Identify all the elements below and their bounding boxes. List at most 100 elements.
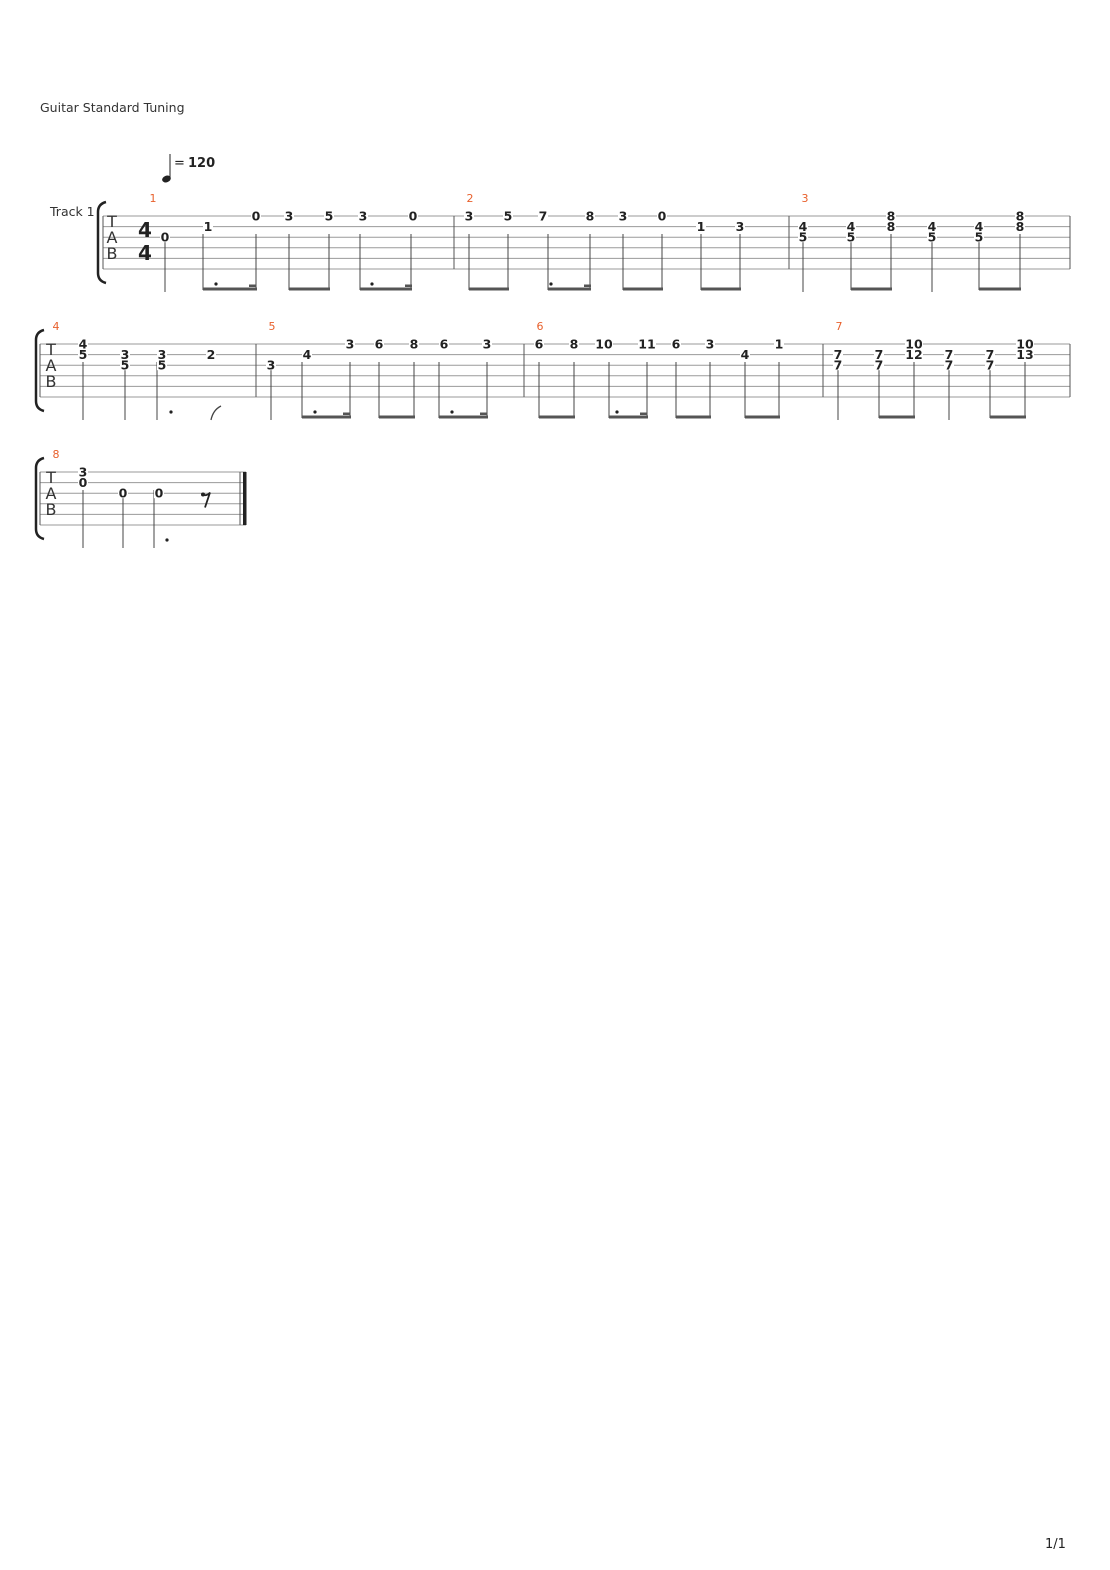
fret-mask [157,349,167,360]
fret-mask [740,349,750,360]
fret-number: 0 [409,209,418,224]
fret-mask [886,211,896,221]
fret-mask [974,221,984,232]
fret-mask [324,211,334,221]
fret-mask [846,232,856,243]
sixteenth-beam-stub [343,412,350,415]
fret-mask [798,232,808,243]
fret-number: 0 [161,230,170,245]
note-beam [990,415,1026,419]
fret-number: 3 [736,219,745,234]
fret-number: 7 [986,358,995,373]
note-beam [360,287,412,291]
fret-mask [944,360,954,371]
fret-number: 5 [121,358,130,373]
fret-number: 7 [945,358,954,373]
fret-number: 11 [638,337,655,352]
fret-mask [874,360,884,371]
fret-mask [78,477,88,488]
fret-mask [657,211,667,221]
tab-clef-letter: A [46,356,57,375]
fret-number: 3 [359,209,368,224]
fret-number: 0 [119,486,128,501]
measure-number: 6 [537,320,544,333]
fret-number: 7 [986,347,995,362]
fret-mask [833,349,843,360]
fret-number: 4 [741,347,750,362]
note-beam [379,415,415,419]
fret-number: 0 [79,475,88,490]
note-beam [439,415,488,419]
fret-number: 3 [285,209,294,224]
fret-number: 0 [658,209,667,224]
tuning-label: Guitar Standard Tuning [40,100,185,115]
system-bracket [34,456,45,541]
note-beam [289,287,330,291]
fret-mask [120,360,130,371]
fret-mask [1015,221,1025,232]
tempo-bpm: 120 [188,156,216,171]
fret-mask [157,360,167,371]
fret-number: 3 [158,347,167,362]
track-name: Track 1 [50,204,95,219]
fret-mask [345,339,355,349]
tab-clef-letter: B [46,500,57,519]
fret-number: 3 [346,337,355,352]
quarter-note-icon [162,154,171,183]
measure-number: 7 [836,320,843,333]
fret-mask [118,488,128,499]
fret-number: 2 [207,347,216,362]
note-beam [548,287,591,291]
measure-number: 4 [53,320,60,333]
measure-number: 8 [53,448,60,461]
final-bar-line [243,472,247,525]
fret-number: 7 [875,358,884,373]
fret-mask [203,221,213,232]
tab-clef-letter: B [107,244,118,263]
note-beam [609,415,648,419]
fret-mask [1016,349,1034,360]
fret-number: 6 [672,337,681,352]
fret-mask [569,339,579,349]
note-beam [745,415,780,419]
fret-number: 8 [570,337,579,352]
rhythm-dot [370,282,374,286]
fret-number: 5 [79,347,88,362]
fret-mask [120,349,130,360]
fret-number: 8 [887,209,896,224]
fret-number: 7 [834,347,843,362]
fret-number: 10 [1016,337,1034,352]
tab-clef-letter: B [46,372,57,391]
fret-mask [1016,339,1034,349]
fret-mask [927,221,937,232]
fret-mask [408,211,418,221]
tab-clef-letter: A [107,228,118,247]
fret-mask [927,232,937,243]
fret-number: 1 [204,219,213,234]
fret-mask [696,221,706,232]
sixteenth-beam-stub [480,412,487,415]
time-signature-numerator: 4 [138,218,152,242]
fret-number: 3 [706,337,715,352]
fret-mask [595,339,613,349]
fret-mask [538,211,548,221]
fret-number: 5 [847,230,856,245]
sixteenth-beam-stub [405,284,412,287]
note-beam [302,415,351,419]
fret-number: 7 [539,209,548,224]
fret-number: 8 [887,219,896,234]
fret-number: 3 [483,337,492,352]
fret-number: 3 [121,347,130,362]
note-beam [539,415,575,419]
time-signature-denominator: 4 [138,241,152,265]
rhythm-dot [549,282,553,286]
fret-number: 4 [79,337,88,352]
fret-mask [585,211,595,221]
fret-number: 3 [465,209,474,224]
fret-mask [78,339,88,349]
fret-mask [374,339,384,349]
fret-mask [905,339,923,349]
sixteenth-beam-stub [249,284,256,287]
measure-number: 3 [802,192,809,205]
